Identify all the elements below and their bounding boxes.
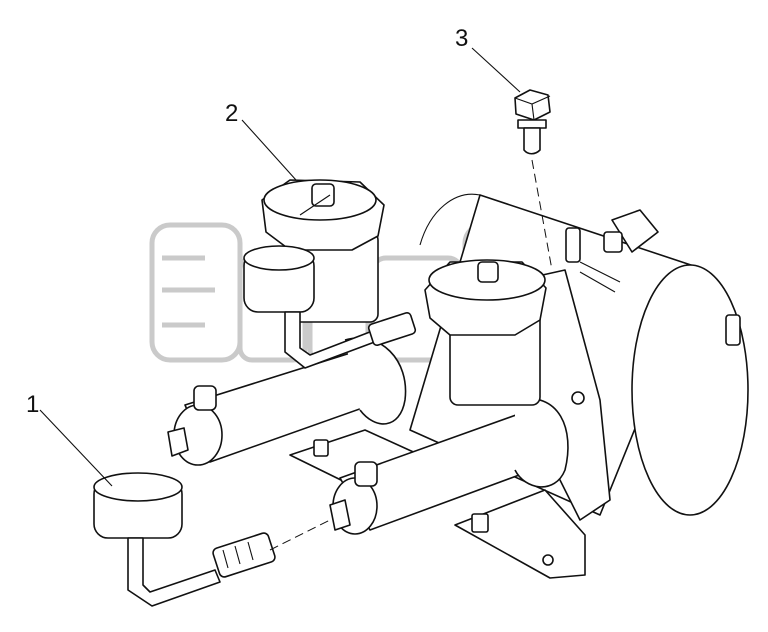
remote-reservoir (93, 472, 276, 607)
small-reservoir (243, 245, 417, 369)
callout-1: 1 (26, 391, 39, 418)
leader-line-2 (241, 119, 297, 181)
top-right-fitting (565, 209, 659, 293)
callout-3: 3 (455, 25, 468, 52)
bolt (514, 89, 551, 155)
front-master-cylinder (329, 259, 569, 535)
leader-line-3 (471, 47, 521, 93)
hose-install-line (269, 519, 331, 551)
bolt-install-line (531, 159, 553, 271)
leader-line-1 (39, 409, 113, 487)
callout-2: 2 (225, 100, 238, 127)
rear-master-cylinder (167, 179, 407, 466)
mounting-bracket (289, 269, 611, 579)
